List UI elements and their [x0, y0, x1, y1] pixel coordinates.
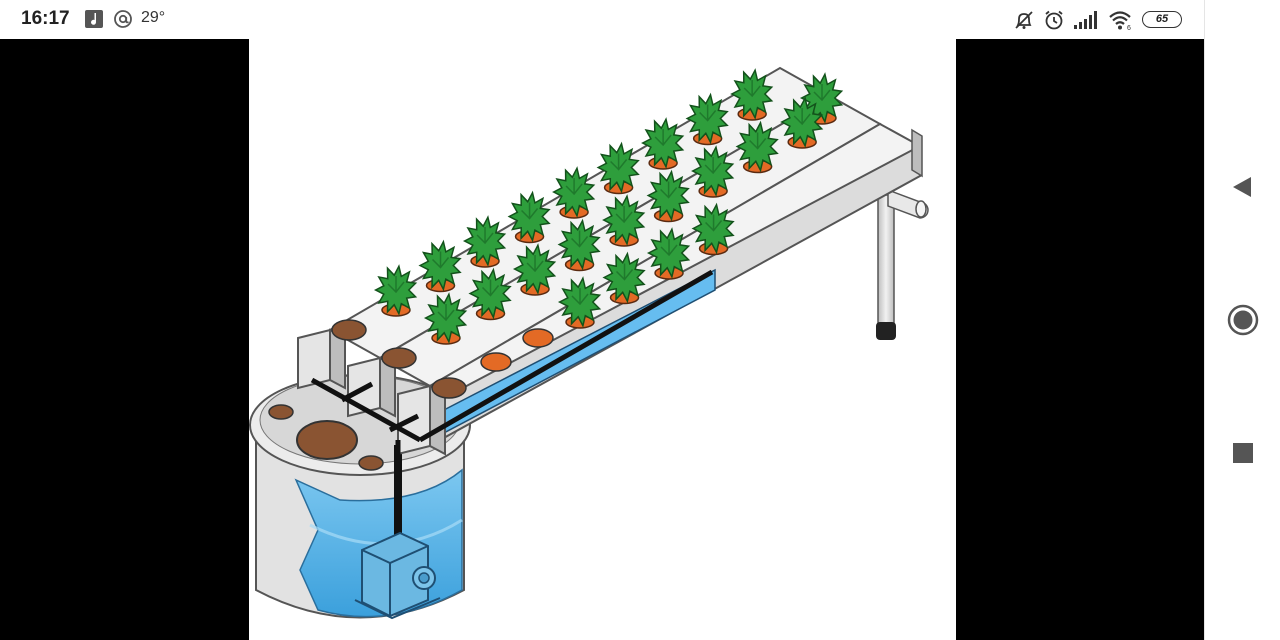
wifi-icon: 6: [1109, 11, 1131, 31]
plant-vein: [660, 239, 678, 257]
plant-vein: [793, 108, 811, 126]
plant-vein: [813, 84, 831, 102]
hydroponics-drawing: [249, 66, 929, 620]
plant-vein: [571, 288, 589, 306]
plant-vein: [437, 304, 455, 322]
plant-vein: [481, 279, 500, 297]
plant-vein: [521, 202, 539, 220]
status-bar: 16:17 29° 6 65: [0, 0, 1204, 39]
plant-vein: [660, 181, 678, 199]
plant-vein: [615, 206, 633, 224]
plant-vein: [749, 132, 767, 150]
alarm-icon: [1045, 10, 1063, 30]
temperature: 29°: [141, 9, 166, 26]
plant-vein: [610, 153, 628, 171]
svg-text:6: 6: [1127, 25, 1131, 31]
plant-vein: [705, 214, 723, 232]
at-sign-icon: [114, 10, 132, 28]
plant-vein: [431, 251, 450, 269]
notifications-muted-icon: [1015, 11, 1033, 29]
music-notification-icon: [85, 10, 103, 28]
plant-vein: [615, 263, 634, 281]
image-viewer[interactable]: [0, 39, 1204, 640]
plant-vein: [743, 80, 761, 98]
navigation-bar: [1204, 0, 1280, 640]
hydroponics-nft-system-illustration[interactable]: [249, 39, 956, 640]
back-button[interactable]: [1225, 169, 1261, 205]
plant-vein: [704, 157, 722, 175]
cellular-signal-icon: [1074, 11, 1097, 29]
recents-button[interactable]: [1225, 435, 1261, 471]
plants: [373, 68, 844, 345]
plant-vein: [387, 276, 405, 294]
plant-vein: [565, 178, 583, 196]
plant-vein: [571, 230, 589, 248]
plant-vein: [476, 227, 494, 245]
plant-vein: [654, 129, 672, 147]
home-button[interactable]: [1225, 302, 1261, 338]
battery-icon: 65: [1142, 11, 1182, 28]
clock: 16:17: [21, 8, 70, 29]
plant-vein: [526, 255, 544, 273]
plant-vein: [699, 104, 717, 122]
